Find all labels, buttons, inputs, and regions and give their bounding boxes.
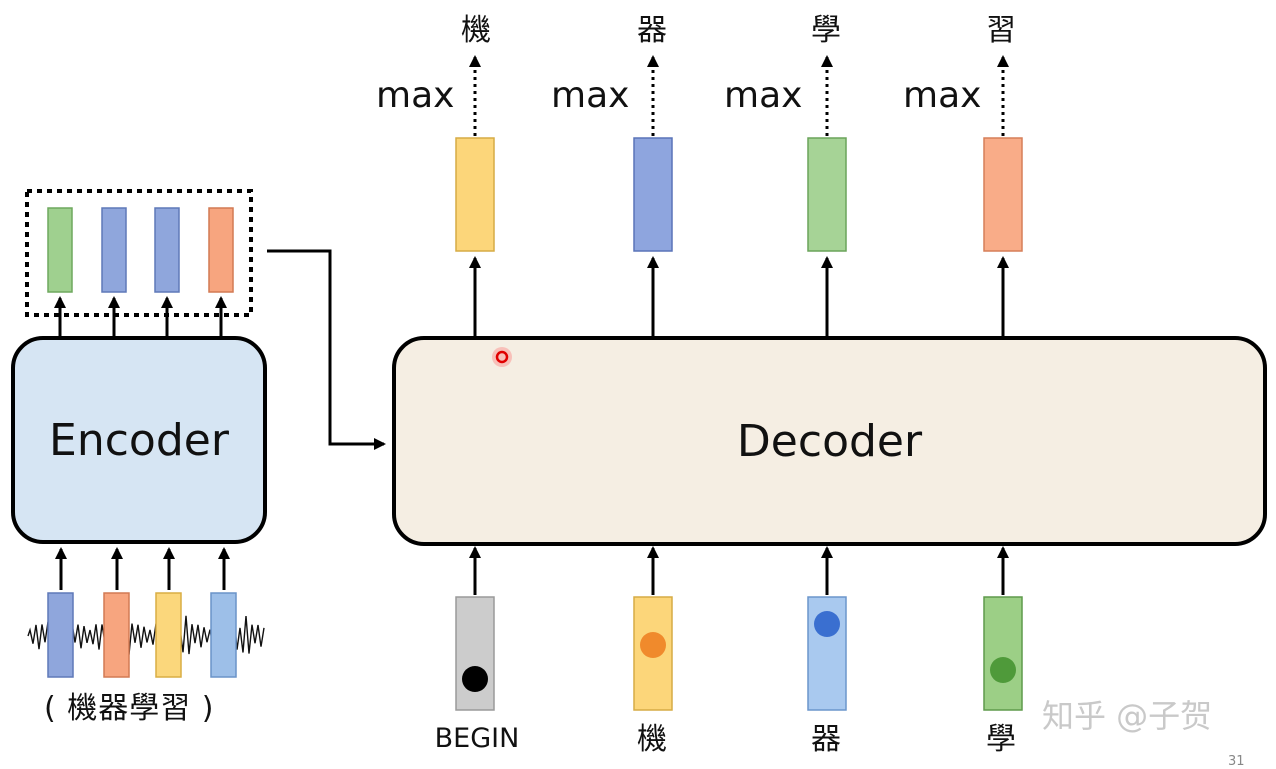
output-char-4: 習	[986, 13, 1016, 48]
decoder-output-vector-3	[807, 137, 847, 252]
encoder-output-vector-3	[154, 207, 180, 293]
arrows	[54, 55, 1009, 595]
encoder-input-caption: ( 機器學習 )	[44, 691, 215, 726]
decoder-label: Decoder	[736, 416, 923, 467]
decoder-block	[392, 336, 1267, 546]
decoder-output-vector-2	[633, 137, 673, 252]
decoder-input-vector-4	[983, 596, 1023, 711]
encoder-output-vector-1	[47, 207, 73, 293]
decoder-output-vector-1	[455, 137, 495, 252]
encoder-input-frame-3	[155, 592, 182, 678]
encoder-block	[11, 336, 267, 544]
input-label-begin: BEGIN	[434, 723, 520, 754]
input-label-2: 機	[637, 722, 667, 757]
encoder-output-vectors	[47, 207, 234, 293]
decoder-output-vectors	[455, 137, 1023, 252]
encoder-to-decoder-arrow	[267, 249, 386, 450]
page-number: 31	[1228, 754, 1245, 769]
decoder-input-vector-1	[455, 596, 495, 711]
input-label-4: 學	[986, 722, 1016, 757]
output-char-3: 學	[811, 13, 841, 48]
encoder-input-frames	[47, 592, 237, 678]
encoder-output-vector-2	[101, 207, 127, 293]
encoder-output-group-box	[25, 189, 253, 317]
watermark: 知乎 @子贺	[1042, 697, 1213, 735]
encoder-input-frame-2	[103, 592, 130, 678]
output-char-2: 器	[637, 13, 667, 48]
encoder-input-frame-4	[210, 592, 237, 678]
encoder-input-frame-1	[47, 592, 74, 678]
decoder-input-dot-2	[640, 632, 666, 658]
decoder-input-vectors	[455, 596, 1023, 711]
decoder-input-dot-1	[462, 666, 488, 692]
max-label-4: max	[903, 75, 982, 116]
decoder-input-dot-3	[814, 611, 840, 637]
cursor-marker	[492, 347, 512, 367]
max-label-2: max	[551, 75, 630, 116]
encoder-output-vector-4	[208, 207, 234, 293]
encoder-label: Encoder	[49, 415, 229, 466]
input-label-3: 器	[811, 722, 841, 757]
decoder-output-vector-4	[983, 137, 1023, 252]
max-label-3: max	[724, 75, 803, 116]
max-label-1: max	[376, 75, 455, 116]
decoder-input-dot-4	[990, 657, 1016, 683]
output-char-1: 機	[461, 13, 491, 48]
